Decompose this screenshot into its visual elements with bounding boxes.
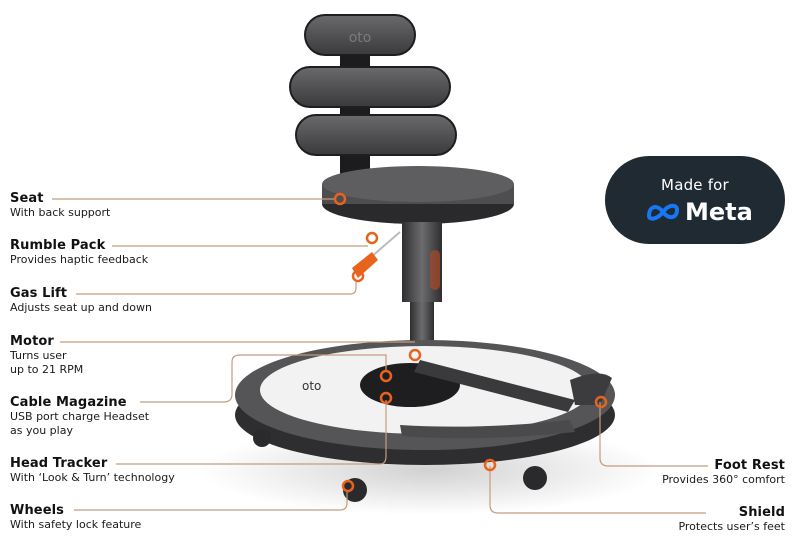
callout-desc: Turns user xyxy=(10,349,67,362)
callout-head-tracker: Head Tracker With ‘Look & Turn’ technolo… xyxy=(10,456,175,485)
callout-title: Shield xyxy=(738,505,785,520)
svg-text:oto: oto xyxy=(349,30,372,46)
callout-wheels: Wheels With safety lock feature xyxy=(10,503,141,532)
callout-desc: as you play xyxy=(10,424,73,437)
feature-markers xyxy=(333,192,608,493)
callout-title: Gas Lift xyxy=(10,286,68,301)
callout-title: Foot Rest xyxy=(714,458,785,473)
callout-desc: Provides haptic feedback xyxy=(10,253,149,266)
backrest-pads: oto xyxy=(289,14,457,156)
badge-brand-text: Meta xyxy=(685,198,753,226)
callout-title: Motor xyxy=(10,334,54,349)
callout-desc: With back support xyxy=(10,206,111,219)
base-platform: oto xyxy=(235,340,615,465)
callout-cable-magazine: Cable Magazine USB port charge Headset a… xyxy=(10,395,149,438)
callout-title: Seat xyxy=(10,191,44,206)
leader-lines xyxy=(52,198,708,514)
wheels xyxy=(253,429,547,502)
callout-desc: Protects user’s feet xyxy=(678,520,785,533)
callout-desc: Provides 360° comfort xyxy=(662,473,785,486)
callout-title: Rumble Pack xyxy=(10,238,106,253)
badge-made-for: Made for xyxy=(661,176,729,194)
badge-brand: Meta xyxy=(645,198,753,226)
callout-title: Head Tracker xyxy=(10,456,108,471)
seat xyxy=(322,166,514,224)
svg-text:oto: oto xyxy=(302,379,321,393)
callout-title: Wheels xyxy=(10,503,65,518)
callout-desc: USB port charge Headset xyxy=(10,410,150,423)
meta-infinity-logo-icon xyxy=(647,203,679,221)
callout-desc: With ‘Look & Turn’ technology xyxy=(10,471,175,484)
callout-motor: Motor Turns user up to 21 RPM xyxy=(10,334,83,377)
made-for-meta-badge: Made for Meta xyxy=(605,156,785,244)
callout-foot-rest: Foot Rest Provides 360° comfort xyxy=(662,458,785,487)
callout-seat: Seat With back support xyxy=(10,191,110,220)
callout-gas-lift: Gas Lift Adjusts seat up and down xyxy=(10,286,152,315)
callout-desc: Adjusts seat up and down xyxy=(10,301,152,314)
callout-desc: up to 21 RPM xyxy=(10,363,84,376)
callout-rumble-pack: Rumble Pack Provides haptic feedback xyxy=(10,238,148,267)
callout-desc: With safety lock feature xyxy=(10,518,142,531)
callout-shield: Shield Protects user’s feet xyxy=(678,505,785,534)
callout-title: Cable Magazine xyxy=(10,395,127,410)
